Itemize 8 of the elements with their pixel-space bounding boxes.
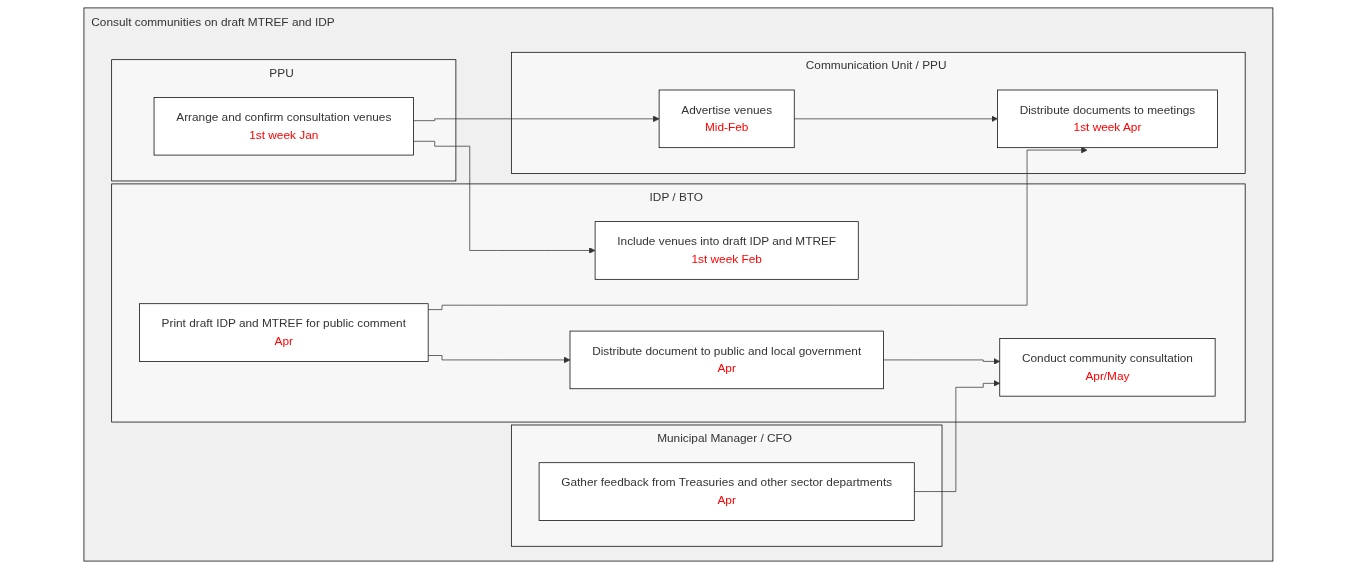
- node-box: Advertise venues Mid-Feb: [658, 89, 795, 149]
- node-box: Arrange and confirm consultation venues 1st week Jan: [153, 97, 414, 156]
- node-box: Distribute document to public and local government Apr: [569, 330, 884, 390]
- node-box: Include venues into draft IDP and MTREF 1st week Feb: [594, 221, 859, 280]
- node-box: Conduct community consultation Apr/May: [998, 338, 1216, 397]
- node-box: Print draft IDP and MTREF for public comment Apr: [138, 303, 429, 362]
- node-box: Distribute documents to meetings 1st week Apr: [996, 89, 1218, 149]
- node-box: Gather feedback from Treasuries and other sector departments Apr: [538, 462, 915, 521]
